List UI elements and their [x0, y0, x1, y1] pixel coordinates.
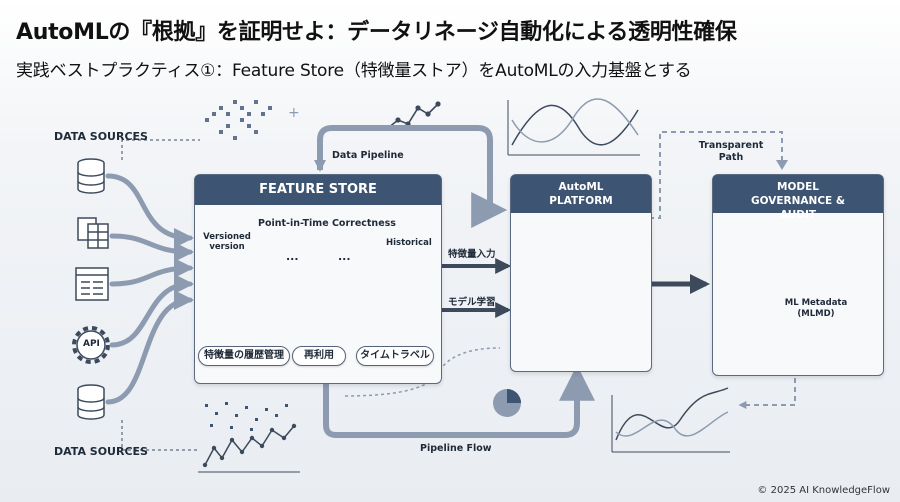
- copyright-footer: © 2025 AI KnowledgeFlow: [757, 485, 890, 496]
- ellipsis-2: ...: [338, 250, 351, 263]
- page-title: AutoMLの『根拠』を証明せよ：データリネージ自動化による透明性確保: [16, 20, 737, 45]
- transparent-path-line: [640, 131, 783, 219]
- source-dashed-links: [121, 139, 200, 451]
- governance-box: MODEL GOVERNANCE & AUDIT: [712, 174, 884, 376]
- api-icon-label: API: [83, 339, 100, 349]
- ml-metadata-label: ML Metadata (MLMD): [784, 298, 848, 319]
- decorative-bottom-wave: [611, 387, 730, 453]
- data-pipeline-label: Data Pipeline: [332, 150, 404, 161]
- decorative-bottom-linechart: [198, 423, 300, 473]
- pipeline-flow-loop: [323, 364, 595, 438]
- ellipsis-1: ...: [286, 250, 299, 263]
- transparent-path-label: Transparent Path: [698, 140, 764, 163]
- decorative-pie: [493, 389, 521, 417]
- model-training-label: モデル学習: [448, 297, 496, 308]
- automl-platform-box: AutoML PLATFORM: [510, 174, 652, 372]
- historical-label: Historical: [386, 238, 432, 248]
- decorative-wave-chart-top: [507, 98, 640, 156]
- fs-to-automl-arrows: [442, 258, 512, 318]
- data-sources-label-top: DATA SOURCES: [54, 130, 148, 143]
- automl-platform-title: AutoML PLATFORM: [511, 175, 651, 213]
- data-sources-label-bottom: DATA SOURCES: [54, 445, 148, 458]
- source-arrows: [105, 173, 194, 405]
- feature-input-label: 特徴量入力: [448, 249, 496, 260]
- source-icons: [72, 158, 110, 420]
- governance-title: MODEL GOVERNANCE & AUDIT: [713, 175, 883, 221]
- pill-reuse: 再利用: [292, 346, 346, 366]
- page-subtitle: 実践ベストプラクティス①：Feature Store（特徴量ストア）をAutoM…: [16, 61, 692, 81]
- point-in-time-label: Point-in-Time Correctness: [258, 218, 396, 229]
- decorative-bottom-dots: [205, 402, 288, 431]
- feature-store-title: FEATURE STORE: [195, 175, 441, 205]
- governance-feedback-dashed: [738, 378, 796, 409]
- decorative-dot-grid: [205, 100, 272, 140]
- pipeline-flow-label: Pipeline Flow: [420, 443, 492, 454]
- versioned-version-label: Versioned version: [203, 232, 251, 252]
- data-pipeline-loop: [317, 125, 508, 228]
- svg-text:+: +: [288, 105, 300, 121]
- pill-feature-history: 特徴量の履歴管理: [198, 346, 290, 366]
- pill-time-travel: タイムトラベル: [356, 346, 434, 366]
